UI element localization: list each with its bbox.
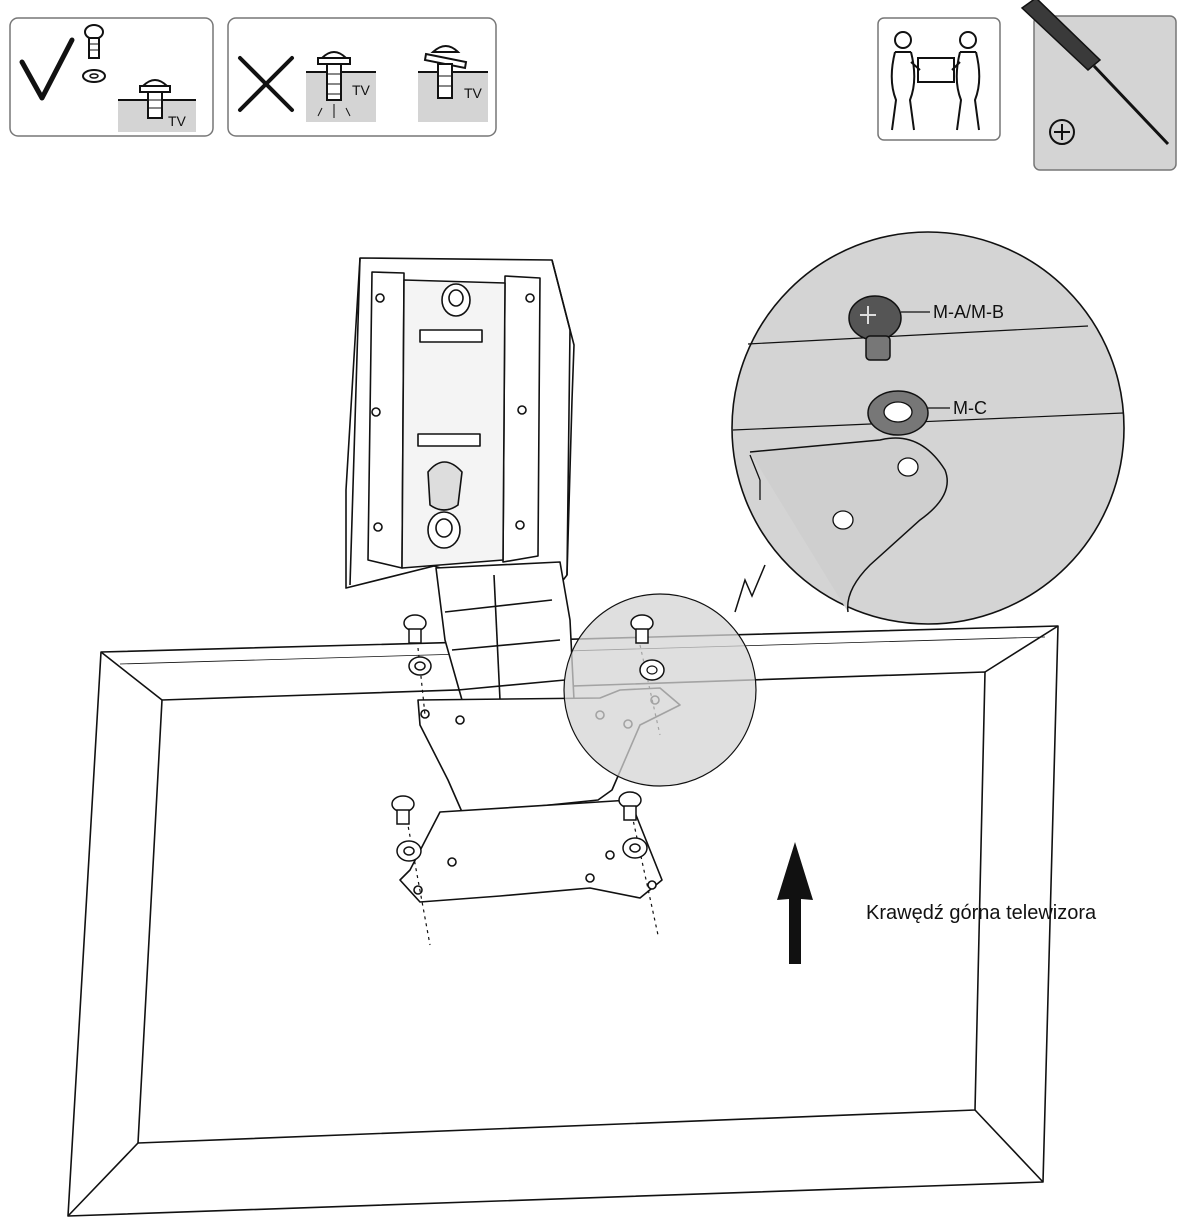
two-people-carrying-icon (890, 31, 981, 131)
screw-icon (84, 24, 104, 59)
tv-label: TV (168, 113, 187, 129)
washer-callout-label: M-C (953, 398, 987, 418)
correct-mount-panel: TV (9, 17, 214, 137)
zoom-screw (848, 295, 902, 361)
check-icon (19, 37, 75, 101)
tv-label: TV (352, 82, 371, 98)
two-person-lift-panel (877, 17, 1001, 141)
screw-callout-label: M-A/M-B (933, 302, 1004, 322)
tv-back (67, 625, 1059, 1217)
phillips-screwdriver-icon (1020, 0, 1170, 146)
phillips-symbol-icon (1049, 119, 1075, 145)
zoom-connector (734, 564, 766, 613)
screw-bottom-right (618, 791, 642, 821)
screw-too-short-icon (423, 45, 468, 99)
screw-in-tv-icon (139, 79, 171, 119)
up-arrow-icon (777, 842, 813, 964)
zoom-washer (867, 390, 929, 436)
detail-highlight-small (563, 593, 757, 787)
tv-label: TV (464, 85, 483, 101)
cross-icon (238, 56, 294, 112)
zoom-detail: M-A/M-B M-C (731, 231, 1125, 625)
screw-too-long-icon (317, 51, 351, 118)
screw-top-left (403, 614, 427, 644)
screws-and-washers (391, 614, 648, 862)
vesa-plate-lower (399, 799, 663, 903)
incorrect-mount-panel: TV TV (227, 17, 497, 137)
tv-top-edge-label: Krawędź górna telewizora (866, 902, 1097, 924)
screw-bottom-left (391, 795, 415, 825)
screwdriver-panel (1020, 0, 1177, 171)
